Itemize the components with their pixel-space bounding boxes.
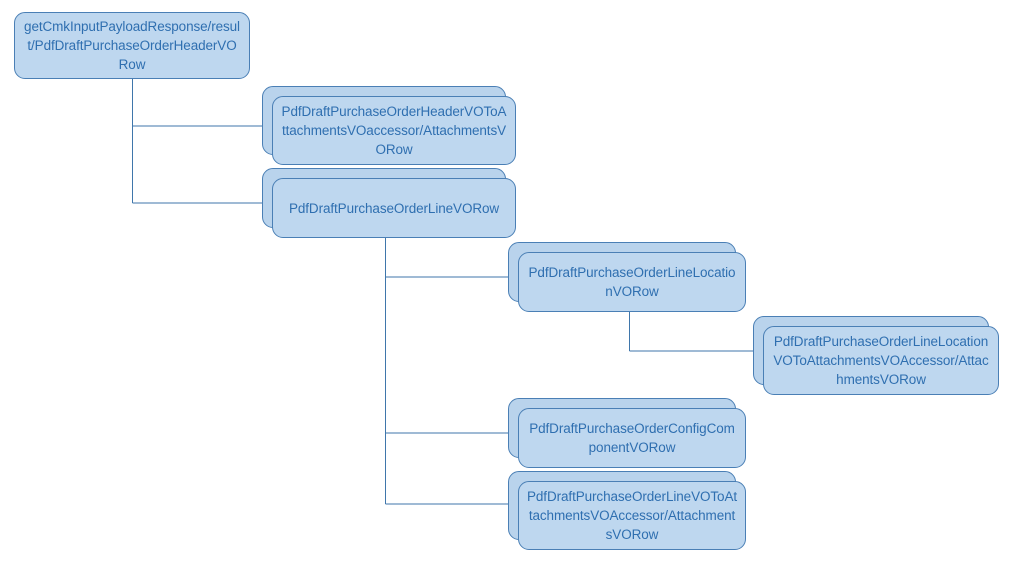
node-header-attachments-body: PdfDraftPurchaseOrderHeaderVOToAttachmen…	[272, 96, 516, 165]
node-line-body: PdfDraftPurchaseOrderLineVORow	[272, 178, 516, 238]
node-line-attachments[interactable]: PdfDraftPurchaseOrderLineVOToAttachments…	[508, 471, 746, 550]
node-root[interactable]: getCmkInputPayloadResponse/result/PdfDra…	[14, 12, 250, 79]
node-line[interactable]: PdfDraftPurchaseOrderLineVORow	[262, 168, 516, 238]
node-config-component-label: PdfDraftPurchaseOrderConfigComponentVORo…	[529, 421, 735, 455]
node-line-location-attachments-label: PdfDraftPurchaseOrderLineLocationVOToAtt…	[773, 334, 989, 387]
node-header-attachments-label: PdfDraftPurchaseOrderHeaderVOToAttachmen…	[281, 104, 507, 157]
node-line-location-body: PdfDraftPurchaseOrderLineLocationVORow	[518, 252, 746, 312]
node-line-location-attachments[interactable]: PdfDraftPurchaseOrderLineLocationVOToAtt…	[753, 316, 999, 395]
node-header-attachments[interactable]: PdfDraftPurchaseOrderHeaderVOToAttachmen…	[262, 86, 516, 165]
node-line-attachments-label: PdfDraftPurchaseOrderLineVOToAttachments…	[527, 489, 737, 542]
node-config-component-body: PdfDraftPurchaseOrderConfigComponentVORo…	[518, 408, 746, 468]
node-line-label: PdfDraftPurchaseOrderLineVORow	[288, 200, 500, 216]
node-line-location-label: PdfDraftPurchaseOrderLineLocationVORow	[528, 265, 736, 299]
node-line-attachments-body: PdfDraftPurchaseOrderLineVOToAttachments…	[518, 481, 746, 550]
node-root-body: getCmkInputPayloadResponse/result/PdfDra…	[14, 12, 250, 79]
node-root-label: getCmkInputPayloadResponse/result/PdfDra…	[24, 19, 240, 72]
node-config-component[interactable]: PdfDraftPurchaseOrderConfigComponentVORo…	[508, 398, 746, 468]
node-line-location[interactable]: PdfDraftPurchaseOrderLineLocationVORow	[508, 242, 746, 312]
node-line-location-attachments-body: PdfDraftPurchaseOrderLineLocationVOToAtt…	[763, 326, 999, 395]
